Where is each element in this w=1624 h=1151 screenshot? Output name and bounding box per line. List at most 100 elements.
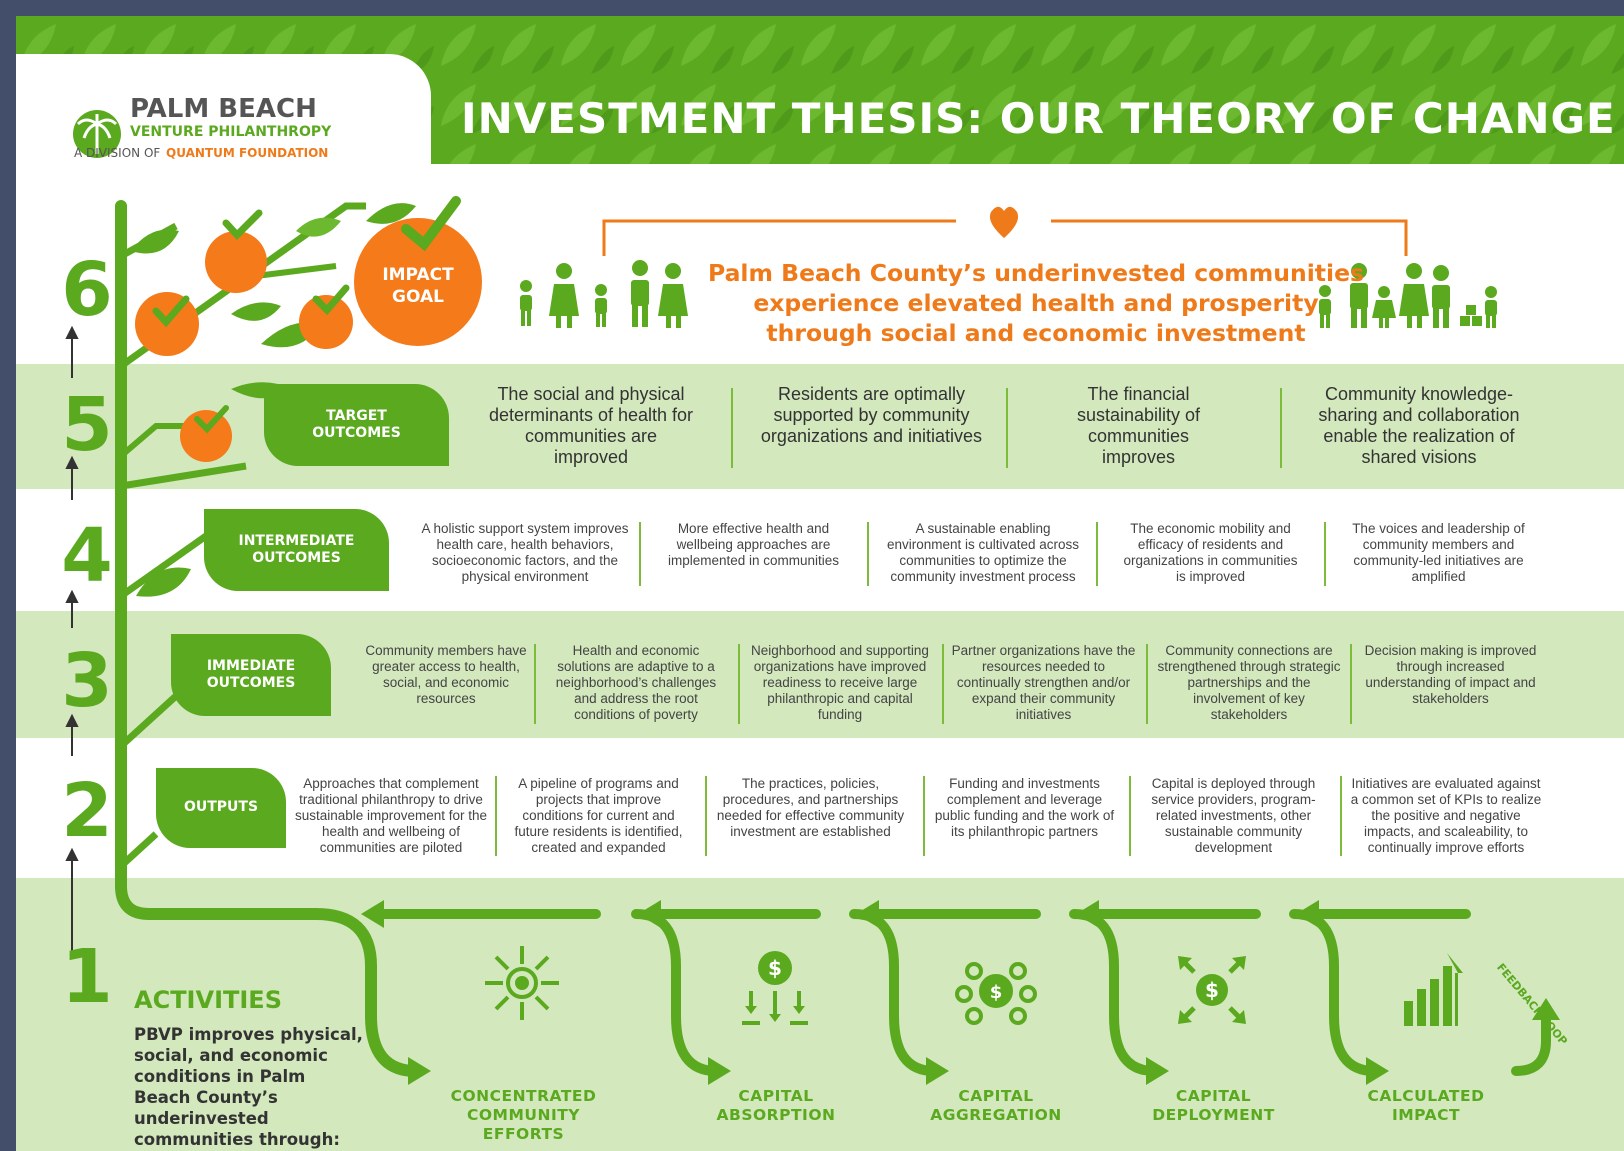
step-number-5: 5 [61, 382, 113, 468]
activities-title: ACTIVITIES [134, 986, 282, 1014]
orange-icon [205, 209, 267, 293]
activity-label-line1: CALCULATED [1367, 1087, 1485, 1105]
activity-label-line2: DEPLOYMENT [1152, 1106, 1275, 1124]
divider [1350, 644, 1352, 724]
intermediate-outcome-3: A sustainable enabling environment is cu… [886, 521, 1080, 584]
divider [705, 776, 707, 856]
step-number-2: 2 [61, 768, 113, 854]
leaf-label-line2: OUTCOMES [312, 425, 401, 441]
activity-calculated-impact: CALCULATED IMPACT [1361, 1087, 1491, 1125]
intermediate-outcome-4: The economic mobility and efficacy of re… [1123, 521, 1298, 584]
divider [1096, 522, 1098, 586]
bar-chart-growth-icon [1404, 953, 1463, 1026]
step-number-4: 4 [61, 513, 113, 599]
leaf-label-line1: TARGET [326, 407, 387, 424]
activity-label-line2: IMPACT [1391, 1106, 1461, 1124]
divider [1280, 388, 1282, 468]
divider [731, 388, 733, 468]
leaf-label-outputs: OUTPUTS [183, 799, 259, 816]
impact-goal-label: IMPACT GOAL [366, 264, 470, 308]
activity-label-line2: ABSORPTION [716, 1106, 836, 1124]
tree-graphic: $ $ $ [65, 196, 1560, 1085]
svg-text:$: $ [990, 982, 1003, 1003]
step-number-6: 6 [61, 247, 113, 333]
heart-icon [989, 206, 1019, 238]
family-icon-left [520, 260, 688, 328]
divider [1129, 776, 1131, 856]
activity-capital-absorption: CAPITAL ABSORPTION [716, 1087, 836, 1125]
leaf-outputs: OUTPUTS [156, 768, 286, 848]
dollar-network-icon: $ [955, 962, 1037, 1025]
leaf-label-line1: IMMEDIATE [206, 657, 296, 674]
divider [738, 644, 740, 724]
impact-goal-label-line1: IMPACT [382, 265, 454, 285]
output-3: The practices, policies, procedures, and… [716, 776, 905, 839]
leaf-label-line2: OUTCOMES [206, 675, 296, 691]
band-step-1 [16, 878, 1624, 1151]
svg-text:$: $ [1205, 978, 1219, 1002]
dollar-arrows-outward-icon: $ [1178, 956, 1246, 1024]
orange-icon [299, 284, 353, 349]
immediate-outcome-6: Decision making is improved through incr… [1364, 643, 1537, 706]
activity-label-line2: AGGREGATION [930, 1106, 1062, 1124]
output-1: Approaches that complement traditional p… [294, 776, 488, 855]
infographic-page: INVESTMENT THESIS: OUR THEORY OF CHANGE … [16, 16, 1624, 1151]
divider [1340, 776, 1342, 856]
logo-panel: PALM BEACH VENTURE PHILANTHROPY A DIVISI… [16, 54, 431, 204]
output-4: Funding and investments complement and l… [934, 776, 1115, 839]
output-5: Capital is deployed through service prov… [1151, 776, 1316, 855]
logo-division-prefix: A DIVISION OF [74, 146, 161, 160]
immediate-outcome-1: Community members have greater access to… [365, 643, 527, 706]
immediate-outcome-3: Neighborhood and supporting organization… [751, 643, 929, 722]
divider [867, 522, 869, 586]
divider [534, 644, 536, 724]
activities-description: PBVP improves physical, social, and econ… [134, 1025, 363, 1149]
step-number-1: 1 [61, 934, 113, 1020]
activity-concentrated-community-efforts: CONCENTRATED COMMUNITY EFFORTS [426, 1087, 621, 1144]
palm-logo-icon [73, 110, 121, 158]
intermediate-outcome-1: A holistic support system improves healt… [421, 521, 629, 584]
activity-label-line1: CAPITAL [738, 1087, 814, 1105]
logo-division-name: QUANTUM FOUNDATION [166, 146, 329, 160]
activity-label-line1: CONCENTRATED [450, 1087, 597, 1105]
activity-capital-deployment: CAPITAL DEPLOYMENT [1146, 1087, 1281, 1125]
logo-line1: PALM BEACH [130, 94, 317, 124]
orange-icon [135, 292, 199, 356]
impact-goal-orange [354, 196, 482, 346]
family-icon-right [1319, 263, 1497, 328]
immediate-outcome-2: Health and economic solutions are adapti… [555, 643, 717, 722]
divider [942, 644, 944, 724]
activity-label-line2: COMMUNITY EFFORTS [466, 1106, 581, 1143]
divider [495, 776, 497, 856]
divider [1006, 388, 1008, 468]
divider [1324, 522, 1326, 586]
arrows-inward-target-icon [485, 946, 559, 1020]
leaf-label-line1: INTERMEDIATE [238, 532, 355, 549]
target-outcome-4: Community knowledge-sharing and collabor… [1318, 384, 1520, 467]
divider [639, 522, 641, 586]
impact-goal-label-line2: GOAL [392, 287, 444, 307]
immediate-outcome-4: Partner organizations have the resources… [951, 643, 1136, 722]
logo-line2: VENTURE PHILANTHROPY [130, 124, 332, 140]
target-outcome-2: Residents are optimally supported by com… [760, 384, 983, 446]
activity-label-line1: CAPITAL [958, 1087, 1034, 1105]
intermediate-outcome-2: More effective health and wellbeing appr… [667, 521, 840, 568]
divider [923, 776, 925, 856]
step-number-3: 3 [61, 638, 113, 724]
leaf-icon [131, 229, 179, 254]
immediate-outcome-5: Community connections are strengthened t… [1157, 643, 1341, 722]
activity-label-line1: CAPITAL [1175, 1087, 1252, 1105]
leaf-label-line2: OUTCOMES [252, 550, 341, 566]
intermediate-outcome-5: The voices and leadership of community m… [1352, 521, 1525, 584]
target-outcome-1: The social and physical determinants of … [488, 384, 694, 467]
dollar-absorb-icon: $ [742, 951, 808, 1025]
page-title: INVESTMENT THESIS: OUR THEORY OF CHANGE [461, 94, 1616, 143]
svg-text:$: $ [768, 956, 782, 980]
orange-icon [180, 405, 232, 462]
output-6: Initiatives are evaluated against a comm… [1350, 776, 1542, 855]
divider [1146, 644, 1148, 724]
activity-capital-aggregation: CAPITAL AGGREGATION [926, 1087, 1066, 1125]
